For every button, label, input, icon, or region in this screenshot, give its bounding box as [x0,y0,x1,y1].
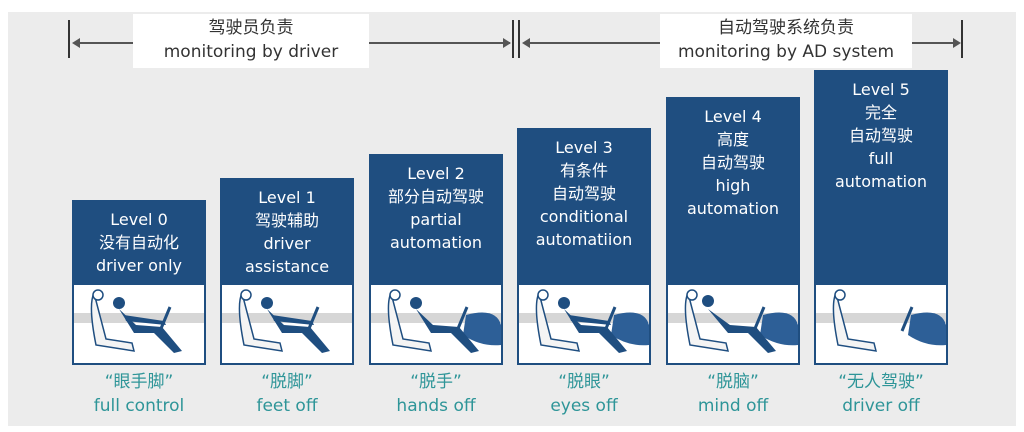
bracket-divider [512,20,514,58]
level-en: driver [263,234,311,253]
driver-illustration [74,285,204,363]
driver-illustration [668,285,798,363]
caption-text: feet off [256,396,318,416]
driver-illustration [816,285,946,363]
level-level: Level 1 [258,188,316,207]
caption-quote: “眼手脚” [104,372,174,392]
level-5-box: Level 5 完全自动驾驶 full automation [814,70,948,365]
bracket-start [68,20,70,58]
level-5-caption: “无人驾驶” driver off [814,370,948,418]
caption-quote: “脱脚” [261,372,313,392]
level-zh2: 自动驾驶 [848,126,913,145]
system-label-en: monitoring by AD system [677,42,895,62]
level-0-box: Level 0 没有自动化 driver only [72,200,206,365]
level-zh: 有条件 [559,161,608,180]
level-1-box: Level 1 驾驶辅助 driver assistance [220,178,354,365]
level-2-box: Level 2 部分自动驾驶 partial automation [369,154,503,365]
level-en2: assistance [244,257,330,276]
driver-illustration [371,285,501,363]
level-en2: automation [834,172,928,191]
level-level: Level 5 [852,80,910,99]
level-level: Level 0 [110,210,168,229]
caption-text: hands off [396,396,476,416]
level-en: partial [410,210,462,229]
caption-text: full control [93,396,185,416]
level-en2: automation [389,233,483,252]
arrow-right-icon [953,38,961,48]
system-label-zh: 自动驾驶系统负责 [718,18,854,38]
level-en2: automatiion [535,230,633,249]
level-4-caption: “脱脑” mind off [666,370,800,418]
level-zh: 没有自动化 [98,233,179,252]
caption-text: eyes off [550,396,618,416]
bracket-divider [518,20,520,58]
driver-label-en: monitoring by driver [163,42,339,62]
caption-text: mind off [697,396,769,416]
driver-monitoring-label: 驾驶员负责 monitoring by driver [133,14,369,68]
level-zh2: 自动驾驶 [551,184,616,203]
level-en2: automation [686,199,780,218]
caption-quote: “脱眼” [558,372,610,392]
caption-text: driver off [842,396,920,416]
arrow-right-icon [503,38,511,48]
level-zh: 完全 [864,103,897,122]
level-3-caption: “脱眼” eyes off [517,370,651,418]
level-level: Level 4 [704,107,762,126]
level-en: full [868,149,894,168]
level-en: conditional [539,207,629,226]
caption-quote: “无人驾驶” [838,372,924,392]
driver-label-zh: 驾驶员负责 [208,18,294,38]
level-0-caption: “眼手脚” full control [72,370,206,418]
level-1-caption: “脱脚” feet off [220,370,354,418]
level-zh: 高度 [716,130,749,149]
driver-illustration [222,285,352,363]
system-monitoring-label: 自动驾驶系统负责 monitoring by AD system [660,14,912,68]
level-zh: 驾驶辅助 [254,211,319,230]
level-en: high [715,176,751,195]
level-level: Level 3 [555,138,613,157]
level-zh2: 自动驾驶 [700,153,765,172]
level-2-caption: “脱手” hands off [369,370,503,418]
level-4-box: Level 4 高度自动驾驶 high automation [666,97,800,365]
level-en: driver only [96,256,182,275]
level-3-box: Level 3 有条件自动驾驶 conditional automatiion [517,128,651,365]
caption-quote: “脱手” [410,372,462,392]
driver-illustration [519,285,649,363]
level-zh: 部分自动驾驶 [387,187,484,206]
level-level: Level 2 [407,164,465,183]
caption-quote: “脱脑” [707,372,759,392]
bracket-end [961,20,963,58]
